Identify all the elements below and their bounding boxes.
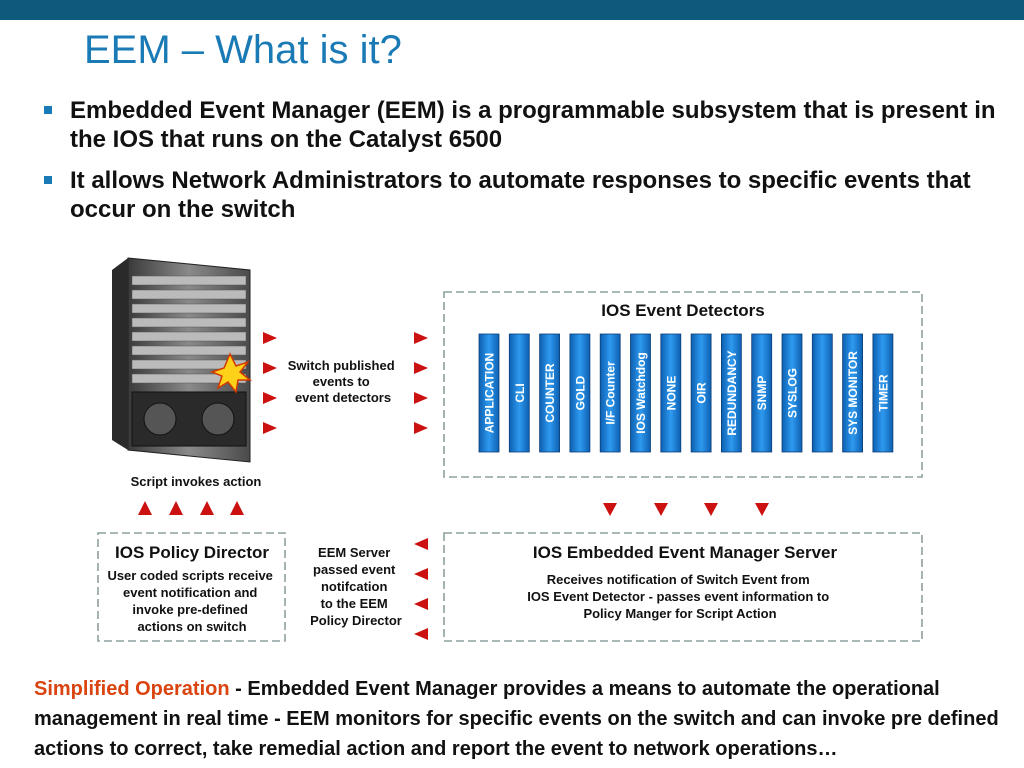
- arrow-left-icon: [414, 568, 428, 580]
- detector-label: GOLD: [573, 375, 587, 410]
- arrow-up-icon: [138, 501, 152, 515]
- arrow-right-icon: [263, 392, 277, 404]
- catalyst-switch-icon: [112, 257, 253, 463]
- bullet-item: Embedded Event Manager (EEM) is a progra…: [44, 96, 1004, 154]
- detector-bar: [660, 333, 682, 453]
- detector-label: REDUNDANCY: [725, 350, 739, 435]
- detector-label: APPLICATION: [483, 353, 497, 433]
- footer-text: - Embedded Event Manager provides a mean…: [34, 678, 999, 760]
- detector-label: SYSLOG: [786, 368, 800, 418]
- arrow-group-left-pointing: [414, 538, 428, 640]
- arrow-group-up: [138, 501, 244, 515]
- arrow-group-right: [414, 332, 428, 434]
- script-invokes-label: Script invokes action: [131, 474, 262, 489]
- svg-text:EEM Server passed event: EEM Server passed event notifcation to t…: [310, 545, 402, 628]
- arrow-right-icon: [414, 362, 428, 374]
- arrow-left-icon: [414, 538, 428, 550]
- bullet-text: Embedded Event Manager (EEM) is a progra…: [70, 97, 996, 153]
- detector-bar: [842, 333, 863, 453]
- arrow-down-icon: [704, 503, 718, 516]
- detector-bar: [630, 333, 651, 453]
- arrow-group-down: [603, 503, 769, 516]
- published-label-line: Switch published: [288, 358, 395, 373]
- top-banner: [0, 0, 1024, 20]
- bullet-square-icon: [44, 176, 52, 184]
- policy-title: IOS Policy Director: [115, 543, 269, 562]
- detector-bars: APPLICATION CLI COUNTER GOLD I/F Counter IOS …: [478, 333, 894, 453]
- eem-label-line: EEM Server: [318, 545, 390, 560]
- detector-label: TIMER: [876, 374, 890, 412]
- arrow-right-icon: [263, 332, 277, 344]
- detector-bar: [690, 333, 712, 453]
- detector-bar: [599, 333, 621, 453]
- detector-bar: [569, 333, 591, 453]
- eem-label-line: Policy Director: [310, 613, 402, 628]
- server-desc-line: Receives notification of Switch Event fr…: [547, 572, 810, 587]
- arrow-group-left: [263, 332, 277, 434]
- arrow-down-icon: [654, 503, 668, 516]
- footer-highlight: Simplified Operation: [34, 678, 230, 700]
- published-label-line: events to: [313, 374, 370, 389]
- detectors-title: IOS Event Detectors: [601, 301, 764, 320]
- arrow-up-icon: [200, 501, 214, 515]
- detector-bar: [508, 333, 530, 453]
- arrow-right-icon: [263, 422, 277, 434]
- detector-label: IOS Watchdog: [634, 352, 648, 434]
- server-title: IOS Embedded Event Manager Server: [533, 543, 838, 562]
- server-desc-line: IOS Event Detector - passes event inform…: [527, 589, 829, 604]
- footer-note: Simplified Operation - Embedded Event Ma…: [34, 674, 1004, 764]
- policy-desc-line: event notification and: [123, 585, 257, 600]
- published-label-line: event detectors: [295, 390, 391, 405]
- eem-label-line: notifcation: [321, 579, 387, 594]
- svg-text:Receives notification of Switc: Receives notification of Switch Event fr…: [527, 572, 833, 621]
- arrow-left-icon: [414, 628, 428, 640]
- arrow-right-icon: [263, 362, 277, 374]
- arrow-down-icon: [755, 503, 769, 516]
- bullet-list: Embedded Event Manager (EEM) is a progra…: [44, 96, 1004, 236]
- bullet-text: It allows Network Administrators to auto…: [70, 167, 971, 223]
- detector-label: COUNTER: [543, 363, 557, 423]
- arrow-down-icon: [603, 503, 617, 516]
- detector-bar: [721, 333, 742, 453]
- eem-label-line: passed event: [313, 562, 396, 577]
- detector-label: SNMP: [755, 376, 769, 411]
- policy-desc-line: invoke pre-defined: [132, 602, 248, 617]
- arrow-up-icon: [230, 501, 244, 515]
- detector-bar: [811, 333, 833, 453]
- policy-director-box: [97, 532, 286, 642]
- policy-desc-line: User coded scripts receive: [107, 568, 272, 583]
- arrow-up-icon: [169, 501, 183, 515]
- detector-label: NONE: [664, 376, 678, 411]
- arrow-right-icon: [414, 422, 428, 434]
- detector-bar: [478, 333, 500, 453]
- detector-label: I/F Counter: [604, 361, 618, 425]
- arrow-right-icon: [414, 392, 428, 404]
- detector-label: CLI: [513, 383, 527, 402]
- arrow-left-icon: [414, 598, 428, 610]
- arrow-right-icon: [414, 332, 428, 344]
- server-desc-line: Policy Manger for Script Action: [583, 606, 776, 621]
- detector-bar: [751, 333, 773, 453]
- detector-bar: [872, 333, 894, 453]
- policy-desc-line: actions on switch: [137, 619, 246, 634]
- detector-label: SYS MONITOR: [846, 351, 860, 435]
- svg-text:Switch published events to: Switch published events to event detecto…: [288, 358, 399, 405]
- slide-title: EEM – What is it?: [84, 28, 402, 72]
- detector-label: OIR: [695, 382, 709, 404]
- bullet-item: It allows Network Administrators to auto…: [44, 166, 1004, 224]
- eem-server-box: [443, 532, 923, 642]
- detector-bar: [539, 333, 560, 453]
- bullet-square-icon: [44, 106, 52, 114]
- svg-text:User coded scripts receive: User coded scripts receive event notific…: [107, 568, 276, 634]
- eem-label-line: to the EEM: [321, 596, 388, 611]
- event-burst-icon: [209, 352, 253, 394]
- detector-bar: [781, 333, 803, 453]
